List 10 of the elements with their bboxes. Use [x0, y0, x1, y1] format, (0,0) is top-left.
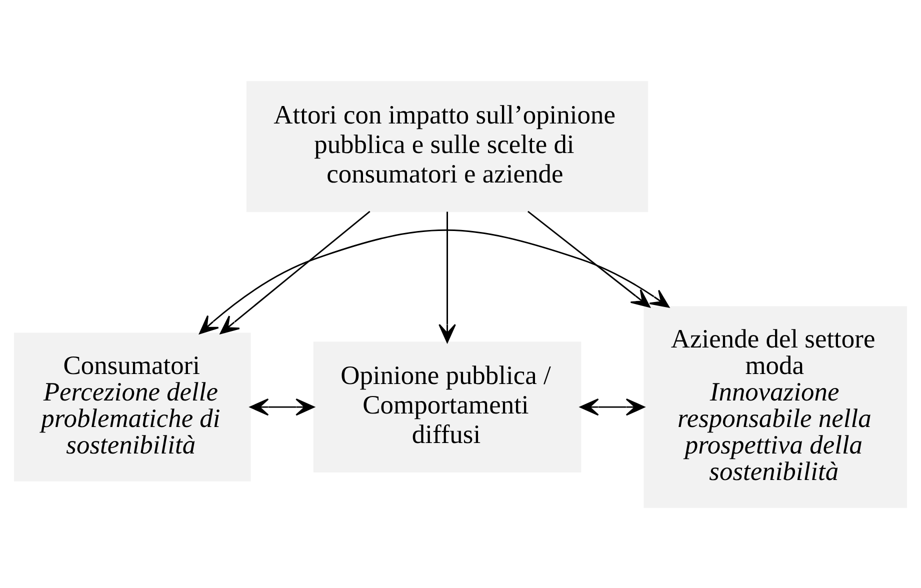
node-box: Consumatori Percezione delle problematiche di sostenibilità: [14, 332, 251, 481]
arrow: [528, 210, 650, 308]
arrow: [199, 228, 670, 334]
arrow: [580, 398, 645, 416]
arrow: [220, 210, 370, 334]
arrow: [250, 398, 315, 416]
node-box: Aziende del settore moda Innovazione responsabile nella prospettiva della sostenibilità: [644, 306, 908, 508]
arrow: [438, 211, 456, 342]
node-box: Attori con impatto sull’opinione pubblica e sulle scelte di consumatori e aziende: [246, 80, 648, 212]
node-box: Opinione pubblica / Comportamenti diffusi: [313, 341, 582, 472]
